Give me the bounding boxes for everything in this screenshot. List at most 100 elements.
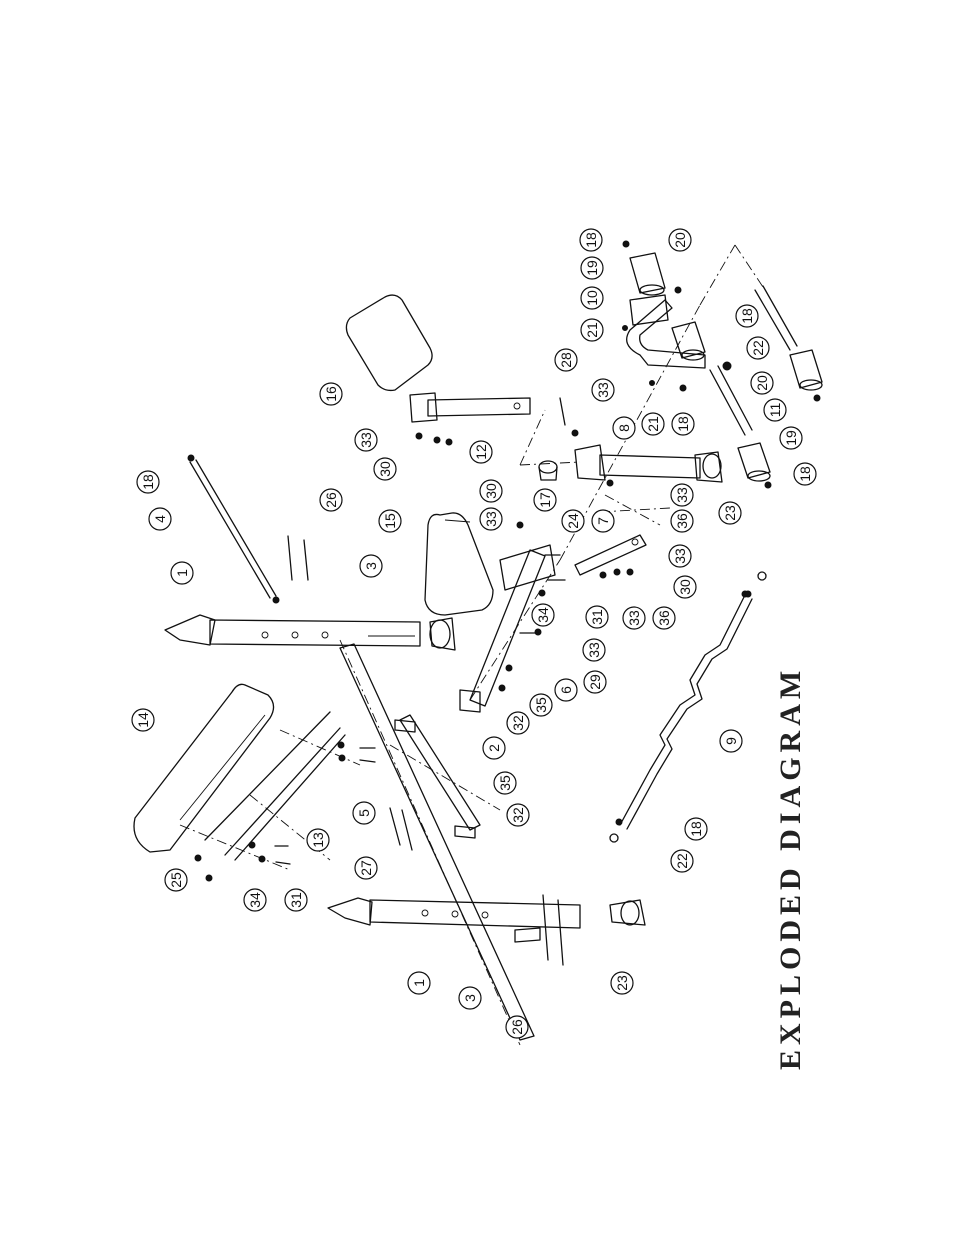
callout-label: 12	[473, 444, 489, 460]
callout-23: 23	[718, 501, 742, 525]
callout-label: 33	[674, 487, 690, 503]
callout-label: 33	[672, 548, 688, 564]
callout-label: 4	[152, 515, 168, 523]
callout-circle	[684, 817, 708, 841]
callout-10: 10	[580, 286, 604, 310]
callout-30: 30	[373, 457, 397, 481]
part-14-backrest-pad	[133, 683, 275, 853]
callout-label: 31	[589, 609, 605, 625]
callout-circle	[610, 971, 634, 995]
part-1-upper-post	[164, 614, 456, 651]
callout-label: 33	[586, 642, 602, 658]
part-6-frame	[459, 544, 556, 713]
callout-18: 18	[735, 304, 759, 328]
callout-6: 6	[554, 678, 578, 702]
part-19-rollers	[629, 252, 823, 482]
callout-18: 18	[684, 817, 708, 841]
callout-circle	[554, 678, 578, 702]
callout-3: 3	[359, 554, 383, 578]
part-9-curl-bar	[609, 571, 767, 843]
callout-label: 21	[645, 416, 661, 432]
callout-circle	[580, 256, 604, 280]
callout-circle	[378, 509, 402, 533]
callout-8: 8	[612, 416, 636, 440]
diagram-title: EXPLODED DIAGRAM	[774, 666, 807, 1070]
callout-22: 22	[746, 336, 770, 360]
callout-circle	[582, 638, 606, 662]
callout-circle	[354, 856, 378, 880]
callout-35: 35	[529, 693, 553, 717]
callout-9: 9	[719, 729, 743, 753]
callout-label: 25	[168, 872, 184, 888]
callout-label: 3	[462, 994, 478, 1002]
callout-32: 32	[506, 711, 530, 735]
callout-18: 18	[671, 412, 695, 436]
callout-label: 28	[558, 352, 574, 368]
part-10-leg-attachment	[622, 294, 706, 386]
callout-circle	[505, 1015, 529, 1039]
callout-circle	[469, 440, 493, 464]
callout-circle	[319, 382, 343, 406]
callout-label: 1	[411, 979, 427, 987]
callout-label: 27	[358, 860, 374, 876]
callout-circle	[580, 286, 604, 310]
part-16-arm-pad	[345, 294, 433, 392]
callout-circle	[612, 416, 636, 440]
callout-label: 35	[497, 775, 513, 791]
callout-label: 30	[677, 579, 693, 595]
callout-19: 19	[779, 426, 803, 450]
part-15-seat-pad	[424, 512, 494, 616]
callout-label: 9	[723, 737, 739, 745]
callout-label: 33	[626, 610, 642, 626]
callout-circle	[561, 509, 585, 533]
callout-circle	[482, 736, 506, 760]
callout-label: 18	[739, 308, 755, 324]
callout-33: 33	[670, 483, 694, 507]
part-17-bushing	[538, 460, 558, 481]
callout-circle	[622, 606, 646, 630]
callout-label: 18	[797, 466, 813, 482]
part-1-lower-post	[327, 897, 646, 943]
callout-circle	[670, 483, 694, 507]
callout-circle	[354, 428, 378, 452]
callout-label: 33	[595, 382, 611, 398]
callout-label: 19	[783, 430, 799, 446]
callout-7: 7	[591, 509, 615, 533]
callout-circle	[479, 479, 503, 503]
callout-29: 29	[583, 670, 607, 694]
callout-circle	[506, 711, 530, 735]
callout-circle	[479, 507, 503, 531]
callout-34: 34	[531, 603, 555, 627]
callout-label: 30	[483, 483, 499, 499]
callout-26: 26	[319, 488, 343, 512]
fasteners	[194, 240, 821, 882]
callout-circle	[373, 457, 397, 481]
callout-5: 5	[352, 801, 376, 825]
callout-circle	[750, 371, 774, 395]
callout-label: 13	[310, 832, 326, 848]
callout-label: 26	[509, 1019, 525, 1035]
callout-1: 1	[170, 561, 194, 585]
callout-circle	[131, 708, 155, 732]
callout-label: 18	[583, 232, 599, 248]
callout-label: 30	[377, 461, 393, 477]
part-4-rod	[187, 454, 277, 599]
callout-label: 32	[510, 715, 526, 731]
callout-19: 19	[580, 256, 604, 280]
callout-label: 24	[565, 513, 581, 529]
callout-label: 16	[323, 386, 339, 402]
callout-circle	[284, 888, 308, 912]
callout-label: 1	[174, 569, 190, 577]
callout-label: 18	[675, 416, 691, 432]
callout-32: 32	[506, 803, 530, 827]
callout-label: 15	[382, 513, 398, 529]
callout-circle	[170, 561, 194, 585]
callout-2: 2	[482, 736, 506, 760]
callout-12: 12	[469, 440, 493, 464]
callout-label: 31	[288, 892, 304, 908]
callout-33: 33	[479, 507, 503, 531]
callout-3: 3	[458, 986, 482, 1010]
callout-circle	[533, 488, 557, 512]
part-13-rails	[204, 711, 346, 861]
